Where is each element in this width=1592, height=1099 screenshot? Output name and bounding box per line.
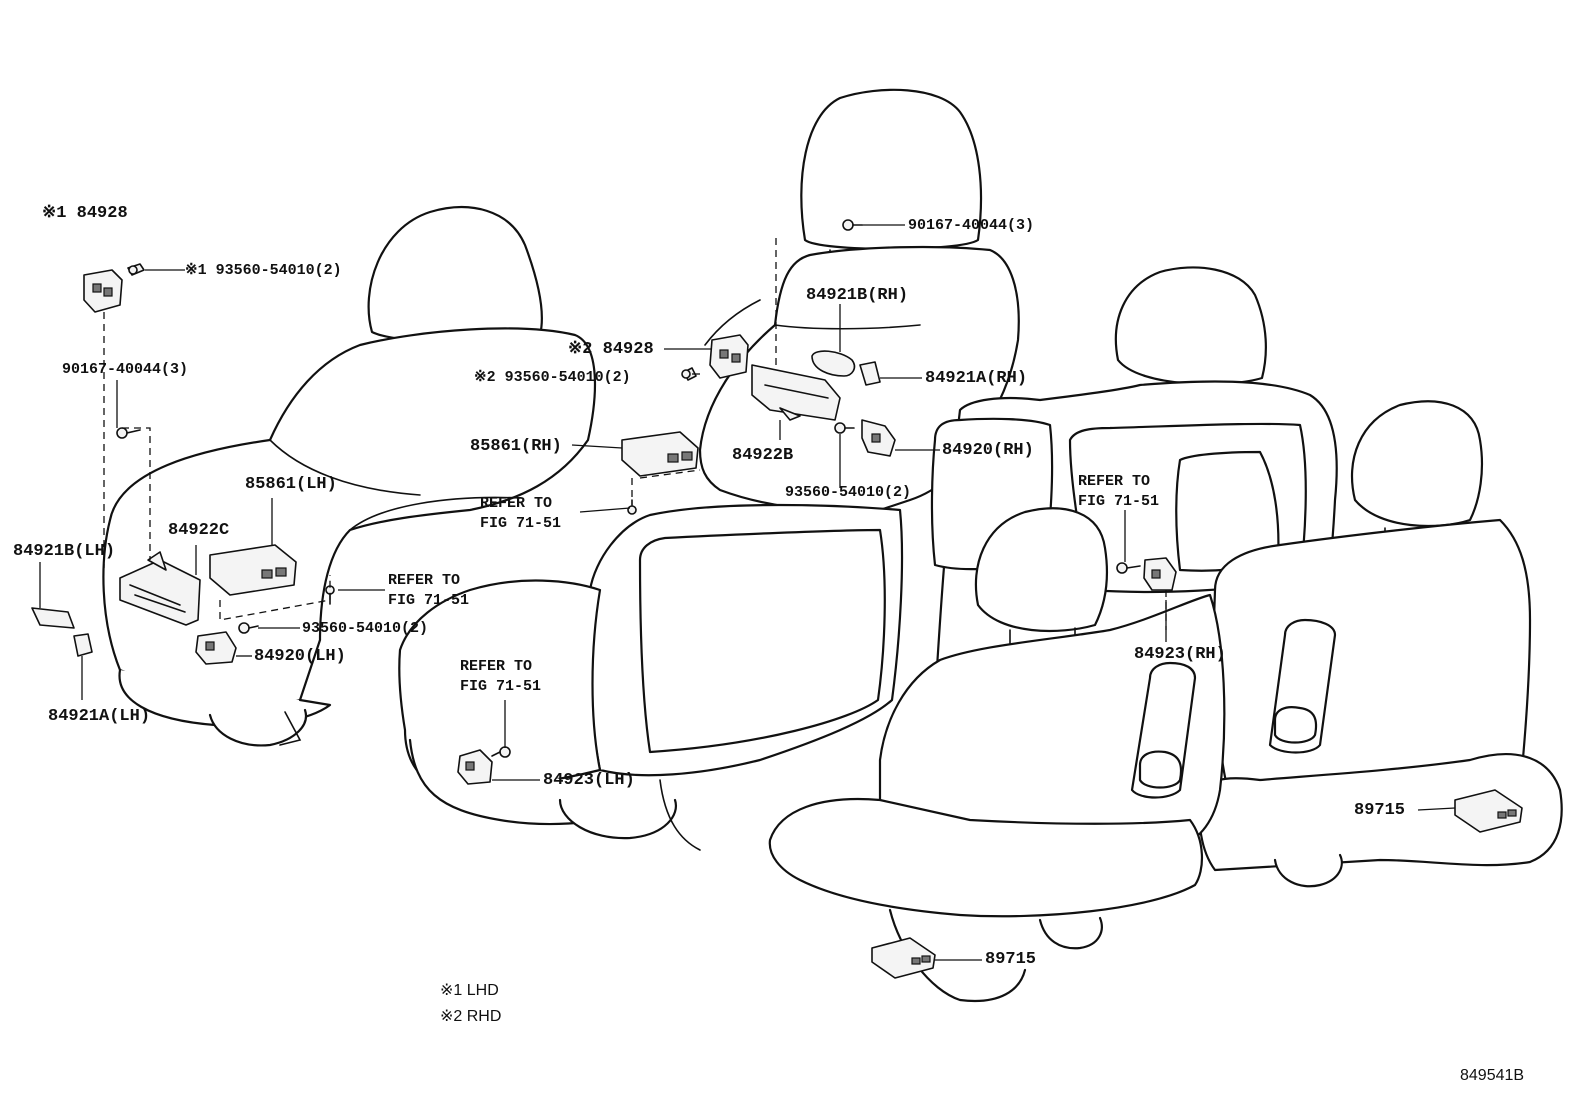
label-bolt-93560-right: 93560-54010(2)	[785, 484, 912, 501]
label-refer-center: REFER TO FIG 71-51	[480, 495, 562, 532]
label-bolt-93560-left: 93560-54010(2)	[302, 620, 429, 637]
front-seat-left	[102, 206, 597, 747]
dashed-lines	[103, 238, 1167, 630]
label-84923-rh: 84923(RH)	[1134, 645, 1226, 664]
part-89715-right	[1454, 789, 1523, 833]
part-84922c	[119, 551, 201, 626]
part-89715-center	[871, 937, 936, 979]
label-bolt-93560-lhd: ※1 93560-54010(2)	[185, 262, 342, 279]
label-89715-right: 89715	[1354, 801, 1406, 820]
note-lhd: ※1 LHD	[440, 982, 499, 999]
figure-number: 849541B	[1460, 1067, 1525, 1084]
front-seat-center	[398, 88, 1020, 851]
label-84921b-rh: 84921B(RH)	[806, 286, 909, 305]
part-84921b-lh	[31, 607, 75, 629]
label-84928-rhd: ※2 84928	[568, 340, 654, 359]
note-rhd: ※2 RHD	[440, 1008, 502, 1025]
leader-lines	[39, 224, 1456, 961]
part-84921a-lh	[73, 633, 93, 657]
part-84921b-rh	[811, 350, 856, 377]
label-84922c: 84922C	[168, 521, 230, 540]
label-refer-right: REFER TO FIG 71-51	[1078, 473, 1160, 510]
label-84921a-lh: 84921A(LH)	[48, 707, 151, 726]
part-85861-rh	[621, 431, 699, 477]
part-84920-lh	[195, 631, 237, 665]
bolts	[116, 219, 1141, 758]
label-85861-rh: 85861(RH)	[470, 437, 562, 456]
label-bolt-90167-right: 90167-40044(3)	[908, 217, 1035, 234]
label-84922b: 84922B	[732, 446, 794, 465]
part-85861-lh	[209, 544, 297, 596]
label-bolt-93560-rhd: ※2 93560-54010(2)	[474, 369, 631, 386]
label-84920-lh: 84920(LH)	[254, 647, 346, 666]
label-84923-lh: 84923(LH)	[543, 771, 635, 790]
label-refer-lower: REFER TO FIG 71-51	[460, 658, 542, 695]
label-89715-center: 89715	[985, 950, 1037, 969]
label-85861-lh: 85861(LH)	[245, 475, 337, 494]
third-row-seat-center	[768, 507, 1226, 1003]
label-84920-rh: 84920(RH)	[942, 441, 1034, 460]
part-84923-rh	[1143, 557, 1177, 591]
label-bolt-90167-left: 90167-40044(3)	[62, 361, 189, 378]
third-row-seat-right	[1198, 400, 1563, 888]
part-84921a-rh	[859, 361, 881, 386]
label-84921b-lh: 84921B(LH)	[13, 542, 116, 561]
label-84921a-rh: 84921A(RH)	[925, 369, 1028, 388]
label-refer-left: REFER TO FIG 71-51	[388, 572, 470, 609]
part-84922b	[751, 364, 841, 421]
part-84920-rh	[861, 419, 896, 457]
part-84923-lh	[457, 749, 493, 785]
label-84928-lhd: ※1 84928	[42, 204, 128, 223]
part-84928-rhd	[683, 334, 749, 381]
